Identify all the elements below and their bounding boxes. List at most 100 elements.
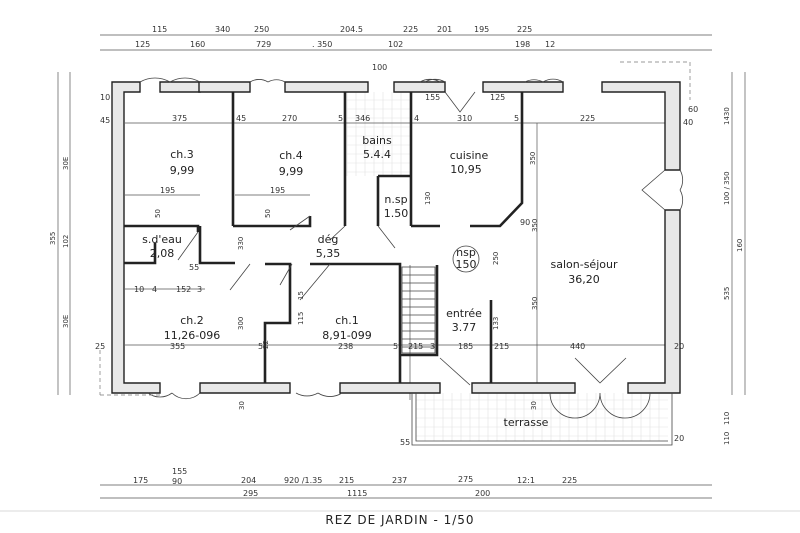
bathroom-tiles [346,92,410,176]
dimension-top: 160 [190,40,205,49]
room-name-salon: salon-séjour [551,258,618,271]
dimension-inner: 90 [520,218,530,227]
dimension-inner: 133 [492,317,500,330]
room-area-bains: 5.4.4 [363,148,391,161]
dimension-bottom: 90 [172,477,182,486]
dimension-inner: 3 [197,285,202,294]
dimension-inner: 346 [355,114,370,123]
dimension-right: 100 / 350 [723,171,731,205]
dimension-bottom: 295 [243,489,258,498]
room-area-ch1: 8,91-099 [322,329,371,342]
room-name-nsp2: nsp [456,246,476,259]
dimension-inner: 355 [170,342,185,351]
room-labels: ch.3 9,99 ch.4 9,99 bains 5.4.4 cuisine … [142,134,618,429]
dimension-inner: 5 [514,114,519,123]
dimension-top: 204.5 [340,25,363,34]
dimension-inner: 40 [683,118,693,127]
dimension-inner: 375 [172,114,187,123]
dimension-inner: 45 [100,116,110,125]
dimension-inner: 50 [154,209,162,218]
drawing-title: REZ DE JARDIN - 1/50 [325,513,474,527]
dimension-inner: 25 [95,342,105,351]
dimension-inner: 330 [237,237,245,250]
dimension-lines [57,34,746,499]
room-name-terrasse: terrasse [504,416,549,429]
exterior-walls [111,81,681,394]
dimension-inner: 185 [458,342,473,351]
dimension-inner: 350 [531,297,539,310]
dimension-inner: 155 [425,93,440,102]
room-name-ch2: ch.2 [180,314,204,327]
dimension-top: 195 [474,25,489,34]
dimension-right: 535 [723,287,731,300]
terrace-outline [99,61,691,446]
room-area-deg: 5,35 [316,247,341,260]
dimension-top: 198 [515,40,530,49]
dimension-right: 160 [736,239,744,252]
room-area-cuisine: 10,95 [450,163,482,176]
dimension-inner: 350 [531,219,539,232]
dimension-right: 1430 [723,107,731,125]
room-area-salon: 36,20 [568,273,600,286]
dimension-inner: 195 [160,186,175,195]
dimension-inner: 350 [529,152,537,165]
room-area-sdeau: 2,08 [150,247,175,260]
dimension-top: 12 [545,40,555,49]
dimension-inner: 225 [580,114,595,123]
room-name-cuisine: cuisine [450,149,489,162]
dimension-inner: 215 [494,342,509,351]
dimension-inner: 5 [258,342,263,351]
room-area-ch2: 11,26-096 [164,329,220,342]
dimension-top: 125 [135,40,150,49]
dimension-inner: 22 [262,340,270,349]
room-name-deg: dég [318,233,339,246]
dimension-inner: 130 [424,192,432,205]
door-swings [139,77,684,419]
dimension-bottom: 225 [562,476,577,485]
dimension-inner: 125 [490,93,505,102]
dimension-top: 729 [256,40,271,49]
dimension-top: 201 [437,25,452,34]
room-area-ch3: 9,99 [170,164,195,177]
dimension-inner: 115 [297,312,305,325]
dimension-inner: 15 [297,291,305,300]
staircase [401,266,436,354]
dimension-inner: 4 [152,285,157,294]
dimension-bottom: 200 [475,489,490,498]
room-area-ch4: 9,99 [279,165,304,178]
interior-walls [124,92,524,383]
dimension-inner: 55 [189,263,199,272]
dimension-top: 340 [215,25,230,34]
dimension-left: 355 [49,232,57,245]
dimension-inner: 60 [688,105,698,114]
dimension-left: 102 [62,235,70,248]
dimension-inner: 238 [338,342,353,351]
dimension-bottom: 204 [241,476,256,485]
dimension-inner: 195 [270,186,285,195]
room-name-entree: entrée [446,307,482,320]
dimension-inner: 100 [372,63,387,72]
dimension-inner: 3 [430,342,435,351]
dimension-top: 225 [403,25,418,34]
dimension-bottom: 12:1 [517,476,535,485]
dimension-inner: 20 [674,434,684,443]
dimension-bottom: 155 [172,467,187,476]
dimension-bottom: 175 [133,476,148,485]
nsp-circle [452,245,480,273]
dimension-inner: 152 [176,285,191,294]
dimension-inner: 20 [674,342,684,351]
room-name-bains: bains [362,134,392,147]
dimension-inner: 30 [530,401,538,410]
dimension-left: 30E [62,315,70,328]
room-name-nsp: n.sp [384,193,407,206]
room-name-ch3: ch.3 [170,148,194,161]
room-area-nsp2: 150 [456,258,477,271]
room-name-ch1: ch.1 [335,314,359,327]
dimension-inner: 10 [134,285,144,294]
dimension-bottom: 237 [392,476,407,485]
dimension-top: . 350 [312,40,332,49]
dimension-inner: 4 [414,114,419,123]
dimension-right: 110 [723,432,731,445]
